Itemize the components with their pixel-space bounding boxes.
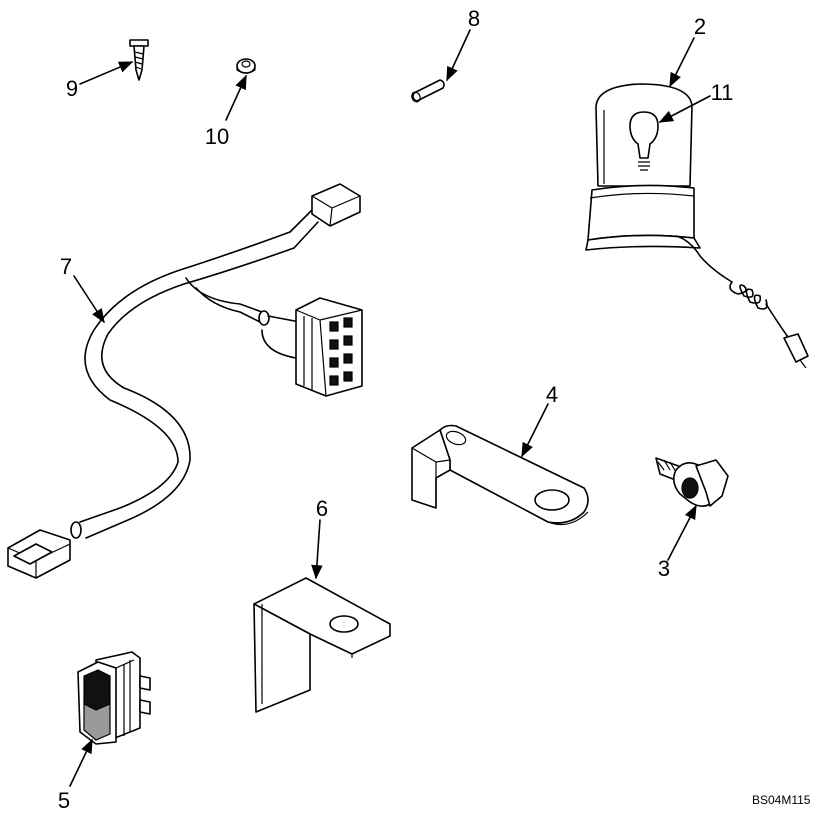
callout-9: 9	[66, 61, 134, 101]
callout-2: 2	[669, 14, 706, 88]
callout-8-label: 8	[468, 6, 480, 31]
callout-4-label: 4	[546, 382, 558, 407]
bracket-4-part	[411, 424, 589, 525]
callout-2-label: 2	[694, 14, 706, 39]
callout-4: 4	[521, 382, 558, 458]
callout-9-label: 9	[66, 76, 78, 101]
socket-part	[655, 457, 729, 507]
bolt-part	[129, 39, 149, 81]
drawing-code: BS04M115	[752, 793, 811, 807]
beacon-lamp-part	[585, 83, 809, 369]
callout-7: 7	[60, 254, 105, 324]
callout-7-label: 7	[60, 254, 72, 279]
bracket-6-part	[253, 577, 391, 713]
wiring-harness-part	[7, 183, 363, 579]
callout-10: 10	[205, 74, 247, 149]
nut-part	[236, 58, 256, 74]
callout-5: 5	[58, 738, 93, 813]
callout-10-label: 10	[205, 124, 229, 149]
callout-3-label: 3	[658, 556, 670, 581]
pin-part	[411, 79, 445, 103]
callout-6: 6	[311, 496, 328, 580]
callout-6-label: 6	[316, 496, 328, 521]
callout-11-label: 11	[711, 80, 734, 105]
callout-5-label: 5	[58, 788, 70, 813]
rocker-switch-part	[77, 651, 151, 745]
callout-8: 8	[446, 6, 480, 82]
callout-3: 3	[658, 504, 697, 581]
callout-11: 11	[658, 80, 734, 123]
